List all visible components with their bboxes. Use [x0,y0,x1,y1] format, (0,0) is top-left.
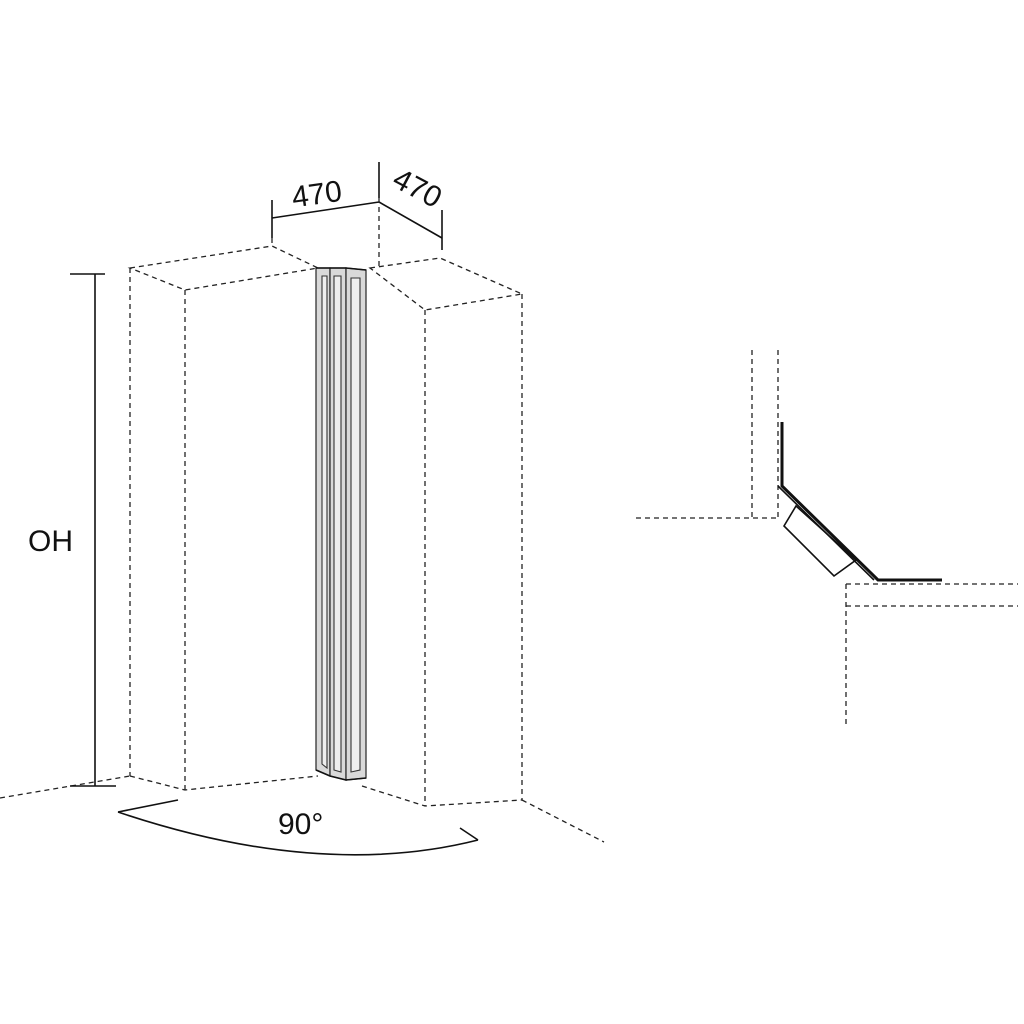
width-dimension-left [271,162,380,246]
angle-arc [117,799,479,856]
isometric-view: 470 470 OH 90° [0,162,605,856]
floor-line-right [521,799,605,843]
corner-profile [780,422,942,582]
corner-filler-panel [315,267,367,781]
height-dimension [70,273,116,787]
filler-block [782,504,858,578]
angle-label: 90° [278,808,323,841]
width-dimension-right [378,198,443,268]
right-cabinet [361,257,525,807]
floor-line-left [0,775,131,799]
plan-view [636,350,1018,726]
height-label: OH [28,525,73,558]
width-label-left: 470 [290,175,344,215]
left-cabinet [127,245,321,791]
width-label-right: 470 [387,162,447,215]
